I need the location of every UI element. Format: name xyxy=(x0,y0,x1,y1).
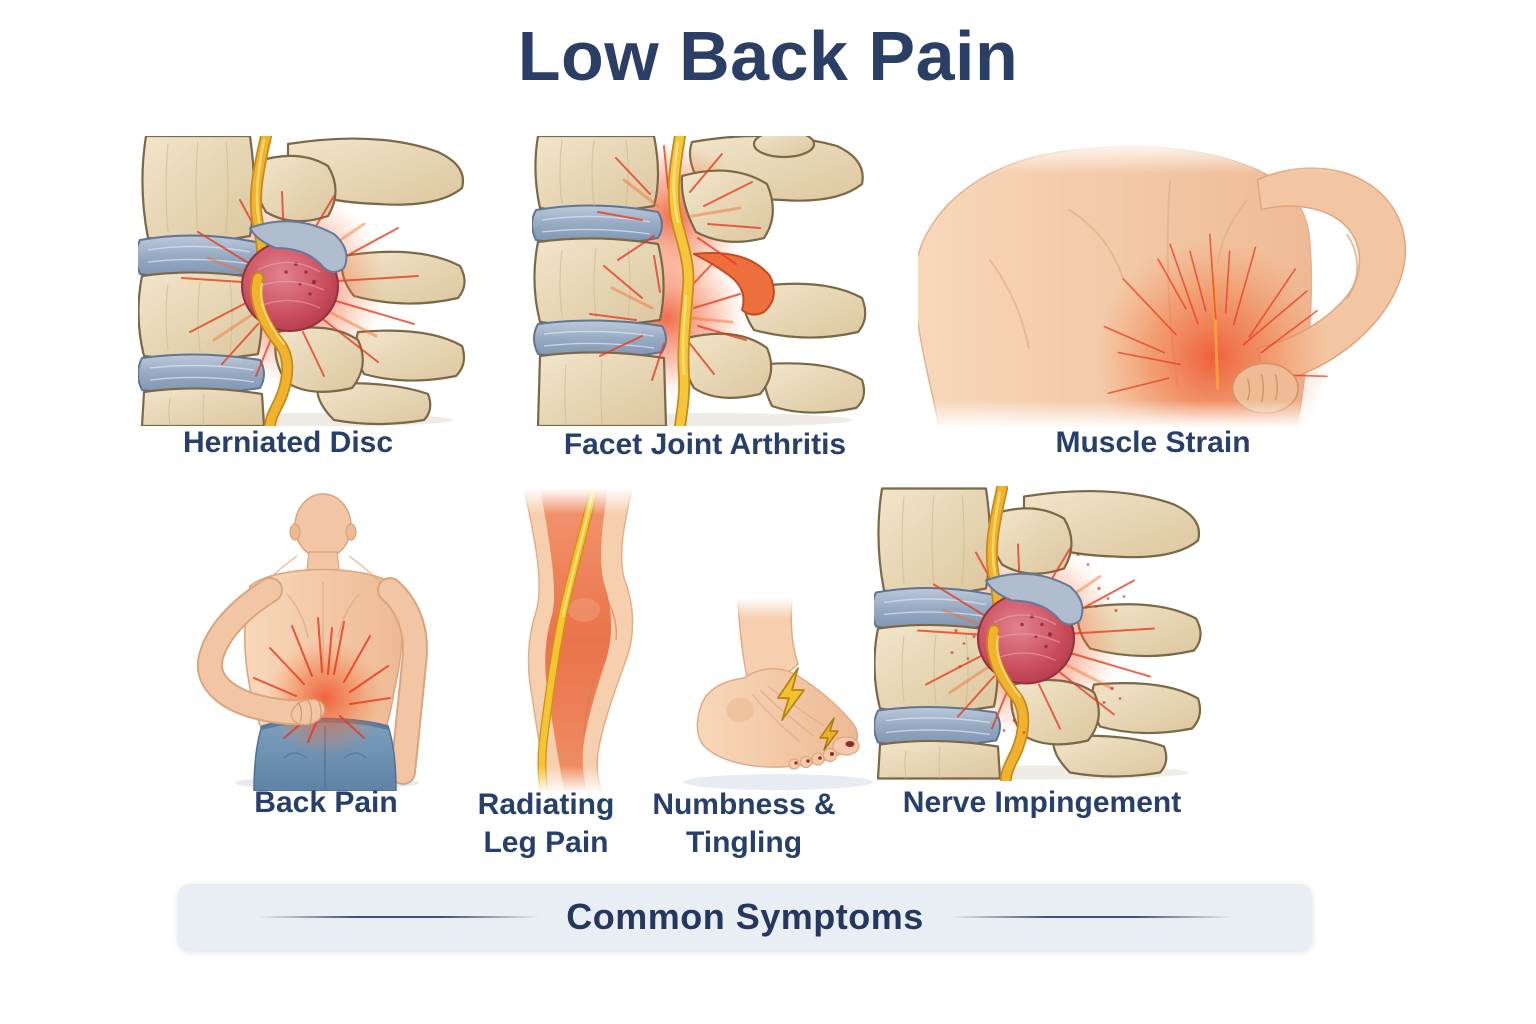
bone-irritation-speckles xyxy=(950,553,1126,734)
radiating-leg-pain-line1: Radiating xyxy=(477,788,615,821)
facet-joint-arthritis-illustration xyxy=(532,136,867,426)
page-title: Low Back Pain xyxy=(517,17,1019,95)
facet-joint-arthritis-label: Facet Joint Arthritis xyxy=(563,428,847,461)
numbness-tingling-label: Numbness & Tingling xyxy=(634,786,854,862)
herniated-disc-illustration xyxy=(138,136,468,426)
common-symptoms-banner: Common Symptoms xyxy=(178,884,1312,950)
nerve-impingement-label: Nerve Impingement xyxy=(902,786,1182,819)
radiating-leg-pain-line2: Leg Pain xyxy=(483,826,609,859)
nerve-impingement-illustration xyxy=(874,486,1204,781)
radiating-leg-pain-illustration xyxy=(486,488,656,793)
muscle-strain-illustration xyxy=(918,140,1432,428)
herniated-disc-label: Herniated Disc xyxy=(182,426,394,459)
banner-right-line xyxy=(949,916,1232,918)
numbness-tingling-line2: Tingling xyxy=(685,826,803,859)
radiating-leg-pain-label: Radiating Leg Pain xyxy=(436,786,656,862)
muscle-strain-label: Muscle Strain xyxy=(1055,426,1251,459)
numbness-tingling-line1: Numbness & xyxy=(652,788,836,821)
numbness-tingling-illustration xyxy=(648,598,883,790)
lightning-bolt-icon-small xyxy=(819,717,839,751)
back-pain-illustration xyxy=(196,493,428,791)
back-pain-label: Back Pain xyxy=(254,786,398,819)
banner-title: Common Symptoms xyxy=(566,896,924,937)
banner-left-line xyxy=(258,916,541,918)
lightning-bolt-icon xyxy=(777,667,805,721)
